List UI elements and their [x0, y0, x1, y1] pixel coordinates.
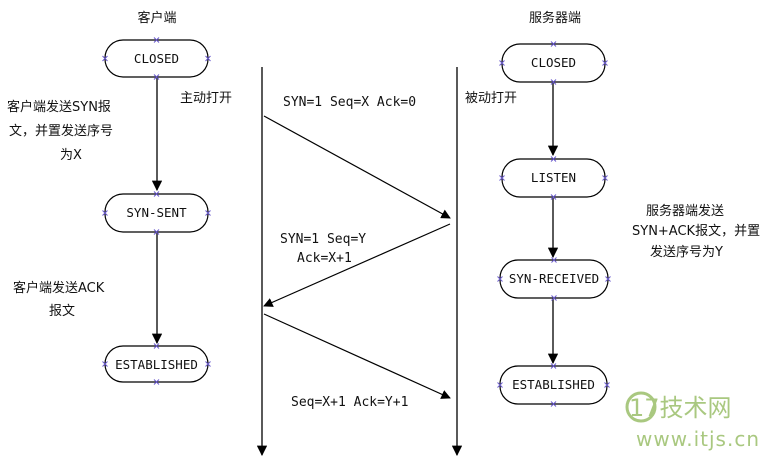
handle-mark	[551, 295, 557, 301]
handle-mark	[550, 41, 557, 47]
message-1-label: SYN=1 Seq=X Ack=0	[283, 95, 416, 110]
client-header: 客户端	[137, 10, 176, 26]
handle-mark	[604, 382, 610, 388]
watermark: 17技术网 www.itjs.cn	[625, 391, 760, 451]
handle-mark	[153, 37, 160, 43]
handle-mark	[205, 210, 211, 216]
watermark-logo-icon	[625, 391, 657, 423]
server-state-listen-label: LISTEN	[531, 170, 576, 185]
server-note-line2: SYN+ACK报文，并置	[632, 224, 760, 239]
handle-mark	[602, 60, 608, 66]
message-arrow-3	[263, 313, 451, 399]
handle-mark	[499, 175, 505, 181]
handle-mark	[205, 55, 211, 62]
client-note-1-line2: 文，并置发送序号	[9, 123, 113, 139]
handle-mark	[153, 379, 160, 385]
handle-mark	[499, 60, 505, 66]
handle-mark	[550, 363, 557, 369]
message-3-label: Seq=X+1 Ack=Y+1	[291, 395, 408, 410]
handle-mark	[153, 343, 160, 349]
client-state-syn-sent[interactable]: SYN-SENT	[104, 193, 209, 233]
client-state-closed[interactable]: CLOSED	[104, 39, 209, 78]
handle-mark	[153, 191, 160, 197]
handle-mark	[497, 382, 503, 388]
server-state-listen[interactable]: LISTEN	[501, 158, 606, 198]
server-note-line3: 发送序号为Y	[650, 244, 723, 260]
handle-mark	[497, 276, 503, 282]
handle-mark	[550, 79, 557, 85]
server-state-established[interactable]: ESTABLISHED	[499, 365, 608, 405]
message-arrow-1	[263, 115, 451, 219]
handle-mark	[605, 276, 611, 282]
selection-handles	[102, 37, 611, 407]
watermark-url: www.itjs.cn	[636, 427, 760, 451]
handle-mark	[550, 401, 557, 407]
handle-mark	[551, 257, 557, 263]
handle-mark	[205, 361, 211, 367]
handle-mark	[102, 361, 108, 367]
watermark-logo: 17技术网	[629, 394, 732, 422]
server-state-established-label: ESTABLISHED	[512, 377, 595, 392]
message-arrow-2	[263, 223, 451, 307]
client-state-established-label: ESTABLISHED	[115, 357, 198, 372]
handle-mark	[602, 175, 608, 181]
client-state-syn-sent-label: SYN-SENT	[126, 205, 187, 220]
handle-mark	[153, 74, 160, 80]
handle-mark	[102, 210, 108, 216]
handle-mark	[550, 194, 557, 200]
handle-mark	[550, 156, 557, 162]
client-state-closed-label: CLOSED	[134, 51, 179, 66]
client-note-1-line1: 客户端发送SYN报	[7, 99, 111, 115]
message-2-label-line1: SYN=1 Seq=Y	[280, 232, 366, 247]
passive-open-label: 被动打开	[465, 91, 517, 106]
active-open-label: 主动打开	[180, 91, 232, 106]
client-note-2-line2: 报文	[49, 304, 75, 319]
server-state-closed-label: CLOSED	[531, 55, 576, 70]
client-state-established[interactable]: ESTABLISHED	[104, 345, 209, 383]
server-header: 服务器端	[529, 10, 581, 26]
client-note-1-line3: 为X	[60, 148, 82, 163]
server-state-syn-received[interactable]: SYN-RECEIVED	[499, 259, 609, 299]
server-note-line1: 服务器端发送	[646, 203, 724, 219]
server-state-syn-received-label: SYN-RECEIVED	[509, 271, 599, 286]
handle-mark	[153, 229, 160, 235]
client-note-2-line1: 客户端发送ACK	[13, 280, 105, 296]
message-2-label-line2: Ack=X+1	[297, 251, 352, 266]
server-state-closed[interactable]: CLOSED	[501, 43, 606, 83]
handle-mark	[102, 55, 108, 62]
